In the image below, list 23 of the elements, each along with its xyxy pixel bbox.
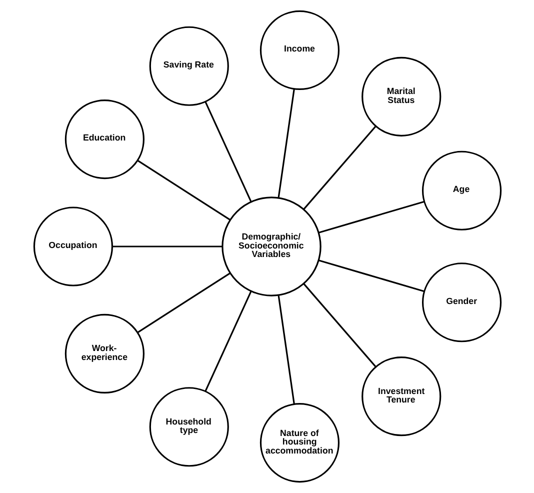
connector [112,246,222,248]
node-circle: Marital Status [361,56,441,136]
connector [136,160,230,221]
node-circle: Saving Rate [148,26,228,106]
node-circle: Demographic/ Socioeconomic Variables [221,196,321,296]
node-circle: Work-experience [64,314,144,394]
connector [136,272,230,334]
node-circle: Nature of housing accommodation [259,402,340,483]
node-circle: Household type [148,387,228,467]
connector [204,290,252,392]
connector [302,283,376,368]
connector [318,200,424,234]
connector [302,126,376,210]
connector [204,101,252,202]
node-circle: Investment Tenure [361,356,441,436]
connector [318,260,424,292]
connector [277,295,294,404]
node-circle: Income [259,10,340,90]
node-circle: Occupation [32,206,113,286]
node-circle: Education [64,99,144,180]
node-circle: Age [421,150,502,230]
node-circle: Gender [421,262,502,342]
connector [277,88,294,198]
